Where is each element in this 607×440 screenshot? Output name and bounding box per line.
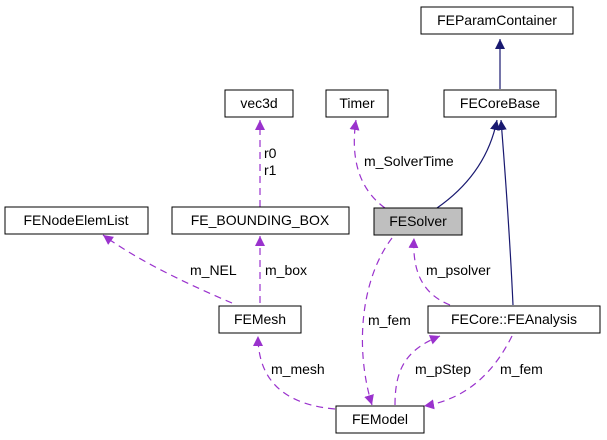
node-feparamcontainer-label: FEParamContainer — [437, 12, 557, 28]
node-femodel-label: FEModel — [352, 411, 408, 427]
node-femesh[interactable]: FEMesh — [218, 305, 302, 334]
node-feanalysis[interactable]: FECore::FEAnalysis — [427, 305, 601, 334]
label-m-psolver: m_psolver — [426, 262, 491, 278]
node-feparamcontainer[interactable]: FEParamContainer — [420, 6, 574, 35]
node-fenodeelemlist-label: FENodeElemList — [23, 212, 128, 228]
node-fe-bounding-box[interactable]: FE_BOUNDING_BOX — [171, 206, 350, 235]
node-fesolver-label: FESolver — [389, 213, 447, 229]
label-m-solvertime: m_SolverTime — [364, 153, 454, 169]
edge-femesh-to-fenodeelemlist — [102, 234, 233, 304]
label-m-pstep: m_pStep — [415, 361, 471, 377]
node-fecorebase[interactable]: FECoreBase — [443, 89, 557, 118]
node-femesh-label: FEMesh — [234, 311, 286, 327]
label-m-mesh: m_mesh — [271, 361, 325, 377]
edge-fesolver-to-femodel — [361, 237, 393, 406]
node-timer[interactable]: Timer — [325, 89, 389, 118]
node-fe-bounding-box-label: FE_BOUNDING_BOX — [191, 212, 330, 228]
node-timer-label: Timer — [339, 95, 375, 111]
node-feanalysis-label: FECore::FEAnalysis — [451, 311, 577, 327]
node-femodel[interactable]: FEModel — [335, 405, 425, 434]
edge-femodel-to-femesh — [253, 335, 336, 410]
label-m-nel: m_NEL — [190, 262, 237, 278]
label-r0: r0 — [264, 145, 277, 161]
node-vec3d-label: vec3d — [240, 95, 277, 111]
edge-feanalysis-to-fecorebase — [496, 119, 514, 306]
edge-fesolver-to-timer — [349, 119, 386, 209]
edge-fesolver-to-fecorebase — [436, 119, 500, 209]
label-m-box: m_box — [265, 262, 307, 278]
edge-feanalysis-to-femodel — [423, 335, 513, 410]
label-r1: r1 — [264, 162, 277, 178]
label-m-fem-analysis: m_fem — [500, 361, 543, 377]
edge-feanalysis-to-fesolver — [408, 237, 451, 306]
node-fecorebase-label: FECoreBase — [460, 95, 540, 111]
label-m-fem-solver: m_fem — [368, 312, 411, 328]
node-fesolver[interactable]: FESolver — [373, 207, 463, 236]
node-fenodeelemlist[interactable]: FENodeElemList — [4, 206, 149, 235]
node-vec3d[interactable]: vec3d — [224, 89, 294, 118]
edge-femodel-to-feanalysis — [394, 335, 441, 406]
